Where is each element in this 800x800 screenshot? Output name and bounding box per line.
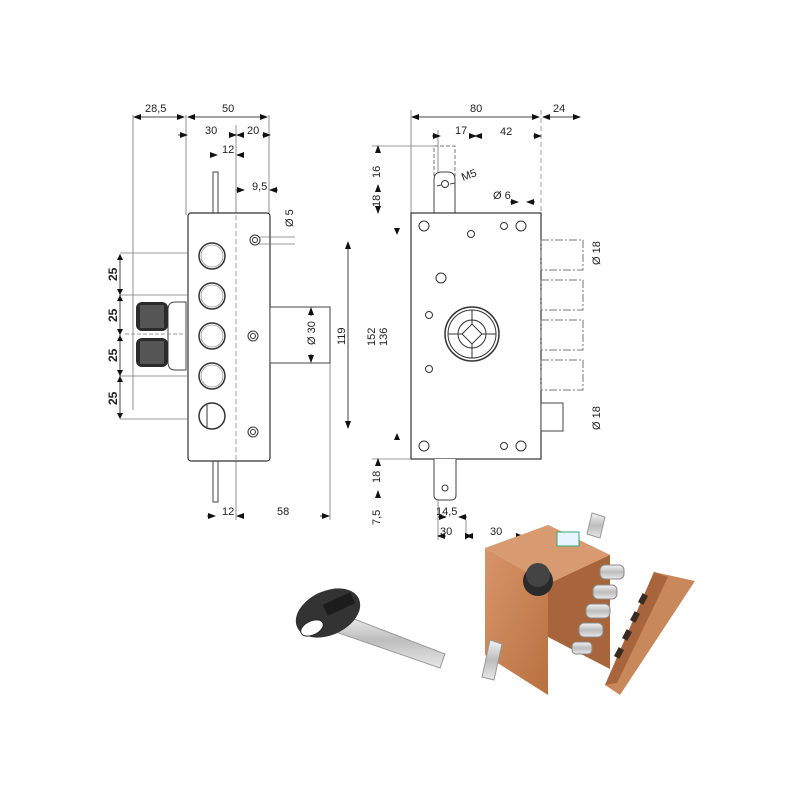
dim-25-1: 25: [106, 267, 120, 281]
dim-58: 58: [277, 506, 289, 518]
side-view: 28,5 50 30 20 12 9,5: [106, 103, 331, 520]
dim-50: 50: [222, 103, 234, 115]
dim-12-bottom: 12: [222, 506, 234, 518]
dim-30: 30: [205, 125, 217, 137]
dim-136: 136: [378, 328, 390, 346]
dim-dia-18-bottom: Ø 18: [591, 406, 603, 430]
dim-25-3: 25: [106, 348, 120, 362]
dim-17: 17: [455, 125, 467, 137]
dim-14-5: 14,5: [436, 506, 457, 518]
dim-119: 119: [336, 327, 348, 345]
dim-30-a: 30: [440, 526, 452, 538]
dim-152: 152: [366, 328, 378, 346]
strike-plate-photo: [605, 572, 695, 695]
key-photo: [295, 588, 446, 669]
dim-24: 24: [553, 103, 565, 115]
dim-dia-30: Ø 30: [306, 321, 318, 345]
dim-9-5: 9,5: [252, 181, 267, 193]
dim-7-5: 7,5: [371, 510, 383, 525]
dim-dia-6: Ø 6: [493, 190, 511, 202]
dim-25-2: 25: [106, 308, 120, 322]
lock-body-photo: [481, 512, 625, 695]
cylinder-knob: [125, 301, 187, 371]
dim-42: 42: [500, 126, 512, 138]
dim-16: 16: [371, 166, 383, 178]
bolt-circles: [198, 242, 226, 430]
dim-dia-5: Ø 5: [284, 209, 296, 227]
dim-25-4: 25: [106, 391, 120, 405]
dim-12-top: 12: [222, 144, 234, 156]
dim-80: 80: [470, 103, 482, 115]
dim-dia-18-top: Ø 18: [591, 241, 603, 265]
thread-m5: M5: [460, 167, 478, 184]
dim-30-b: 30: [490, 526, 502, 538]
dim-18-top: 18: [371, 195, 383, 207]
front-view: 80 24 17 42 M5 Ø 6 16 18: [336, 103, 603, 540]
dim-20: 20: [247, 125, 259, 137]
cylinder-rosette: [444, 306, 500, 362]
dim-18-bottom: 18: [371, 471, 383, 483]
dim-28-5: 28,5: [145, 103, 166, 115]
